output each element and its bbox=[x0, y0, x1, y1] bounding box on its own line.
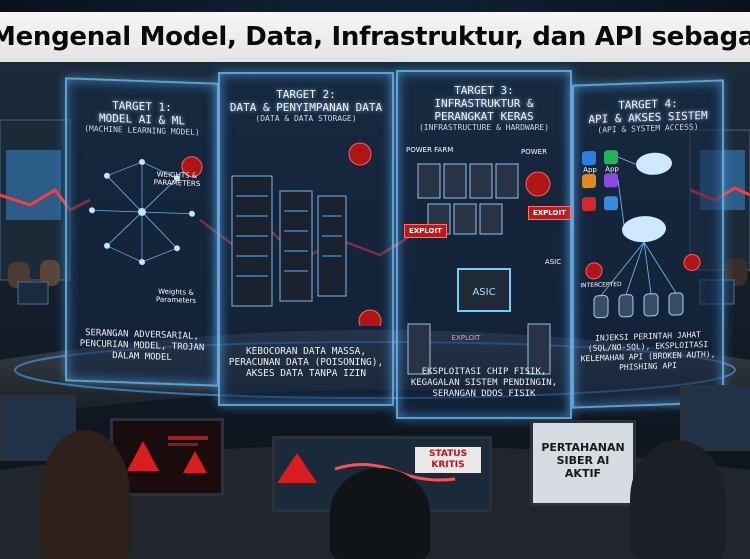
neural-network-icon bbox=[89, 156, 203, 266]
monitor-right-edge bbox=[680, 385, 750, 451]
status-critical-label: STATUS KRITIS bbox=[428, 449, 468, 470]
app-icon-red bbox=[582, 196, 596, 212]
panel-target-3: TARGET 3: INFRASTRUKTUR & PERANGKAT KERA… bbox=[396, 70, 572, 419]
defense-active-label: PERTAHANAN SIBER AI AKTIF bbox=[541, 441, 625, 480]
monitor-defense: PERTAHANAN SIBER AI AKTIF bbox=[530, 420, 636, 506]
map-visual bbox=[277, 447, 481, 483]
panel-target-4: TARGET 4: API & AKSES SISTEM (API & SYST… bbox=[572, 79, 724, 409]
data-alert-icon-bottom bbox=[358, 309, 382, 326]
operator-center-hooded bbox=[330, 468, 430, 559]
data-alert-icon-top bbox=[348, 142, 372, 166]
panel-3-tag-exploit-small: EXPLOIT bbox=[451, 334, 481, 342]
app-store-icon bbox=[582, 150, 596, 166]
panel-4-tag-app-1: App bbox=[583, 165, 597, 175]
operator-right bbox=[630, 440, 725, 559]
broken-auth-alert-icon bbox=[683, 253, 701, 271]
panel-2-heading-1: TARGET 2: bbox=[276, 88, 336, 101]
panel-3-subtitle: (INFRASTRUCTURE & HARDWARE) bbox=[418, 123, 550, 132]
cloud-icon-center bbox=[622, 216, 666, 243]
panel-3-footer: EKSPLOITASI CHIP FISIK, KEGAGALAN SISTEM… bbox=[410, 367, 558, 399]
hacker-alert-icon bbox=[525, 171, 551, 197]
panel-1-footer: SERANGAN ADVERSARIAL, PENCURIAN MODEL, T… bbox=[79, 328, 205, 364]
panel-2-subtitle: (DATA & DATA STORAGE) bbox=[255, 114, 357, 123]
exploit-label-right: EXPLOIT bbox=[528, 206, 571, 220]
api-network-icon bbox=[582, 150, 701, 319]
warning-icon bbox=[127, 436, 208, 473]
app-icon-blue bbox=[604, 196, 618, 211]
svg-text:ASIC: ASIC bbox=[472, 287, 495, 298]
whatsapp-icon bbox=[604, 150, 618, 165]
exploit-label-left: EXPLOIT bbox=[404, 224, 447, 238]
asic-chip-icon bbox=[457, 268, 511, 312]
panel-4-tag-app-2: App bbox=[605, 165, 619, 174]
panel-2-footer: KEBOCORAN DATA MASSA, PERACUNAN DATA (PO… bbox=[228, 346, 384, 379]
panel-1-tag-weights-top: WEIGHTS & PARAMETERS bbox=[153, 170, 201, 189]
panel-3-heading-2: INFRASTRUKTUR & PERANGKAT KERAS bbox=[434, 97, 534, 123]
operator-left bbox=[40, 430, 130, 559]
panel-3-tag-asic: ASIC bbox=[544, 258, 562, 266]
panel-2-heading-2: DATA & PENYIMPANAN DATA bbox=[229, 101, 383, 114]
cloud-icon bbox=[636, 152, 672, 175]
panel-3-heading-1: TARGET 3: bbox=[454, 84, 514, 97]
app-icon-orange bbox=[582, 173, 596, 189]
panel-target-2: TARGET 2: DATA & PENYIMPANAN DATA (DATA … bbox=[218, 72, 394, 406]
intercept-alert-icon bbox=[585, 262, 603, 280]
server-racks-icon bbox=[231, 142, 382, 326]
skull-alert-icon bbox=[181, 156, 203, 178]
panel-target-1: TARGET 1: MODEL AI & ML (MACHINE LEARNIN… bbox=[65, 77, 219, 387]
panel-3-tag-power-farm: POWER FARM bbox=[406, 146, 454, 154]
page-title: Mengenal Model, Data, Infrastruktur, dan… bbox=[0, 12, 750, 62]
hardware-farm-icon: ASIC bbox=[407, 163, 551, 375]
monitor-alerts bbox=[110, 418, 224, 496]
panel-3-tag-power: POWER bbox=[521, 148, 547, 156]
panel-4-footer: INJEKSI PERINTAH JAHAT (SQL/NO-SQL), EKS… bbox=[580, 330, 716, 373]
app-icon-purple bbox=[604, 173, 618, 188]
panel-1-tag-weights-bottom: Weights & Parameters bbox=[155, 287, 197, 305]
